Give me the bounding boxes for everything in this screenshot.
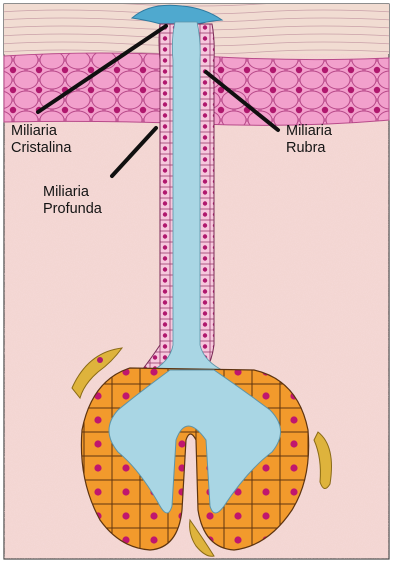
label-miliaria-profunda: Miliaria Profunda [43, 184, 102, 218]
label-miliaria-cristalina: Miliaria Cristalina [11, 123, 71, 157]
label-miliaria-rubra: Miliaria Rubra [286, 123, 332, 157]
